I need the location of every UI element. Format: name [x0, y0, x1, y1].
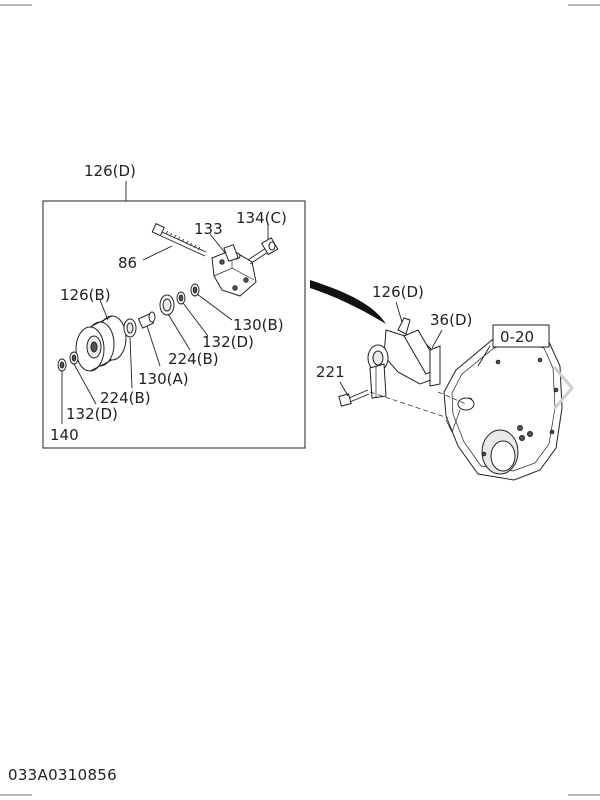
assembly-frame — [42, 200, 306, 449]
label-134c: 134(C) — [236, 209, 287, 227]
label-132d-lower: 132(D) — [66, 405, 118, 423]
chevron-right-icon[interactable] — [553, 366, 574, 410]
bracket-133 — [211, 244, 257, 297]
callout-wedge — [310, 280, 386, 324]
bolt-221 — [338, 389, 370, 407]
label-36d: 36(D) — [430, 311, 472, 329]
pulley-126b — [75, 315, 127, 372]
nut-140 — [57, 358, 67, 372]
label-132d-upper: 132(D) — [202, 333, 254, 351]
label-126d-assembly: 126(D) — [84, 162, 136, 180]
label-140: 140 — [50, 426, 79, 444]
label-126d-right: 126(D) — [372, 283, 424, 301]
leader-lines-frame — [61, 224, 269, 424]
washer-132d — [176, 291, 186, 305]
label-ref-0-20: 0-20 — [500, 328, 534, 346]
spacer-130a — [137, 311, 156, 329]
document-id: 033A0310856 — [8, 766, 117, 784]
bolt-134c — [247, 237, 279, 265]
washer-130b — [190, 283, 200, 297]
ref-box-frame — [492, 324, 550, 348]
alignment-lines — [369, 391, 467, 419]
label-86: 86 — [118, 254, 137, 272]
front-cover — [443, 331, 563, 481]
bearing-224b — [159, 294, 175, 316]
label-126b: 126(B) — [60, 286, 111, 304]
crop-marks — [0, 4, 600, 796]
washer-224b-inner — [123, 318, 137, 338]
label-224b-upper: 224(B) — [168, 350, 219, 368]
bolt-86 — [151, 223, 207, 257]
tensioner-assembly — [367, 317, 441, 399]
label-221: 221 — [316, 363, 345, 381]
leader-lines-right — [339, 301, 491, 397]
label-133: 133 — [194, 220, 223, 238]
label-130a: 130(A) — [138, 370, 189, 388]
label-130b: 130(B) — [233, 316, 284, 334]
washer-132d-outer — [69, 351, 79, 365]
label-224b-lower: 224(B) — [100, 389, 151, 407]
